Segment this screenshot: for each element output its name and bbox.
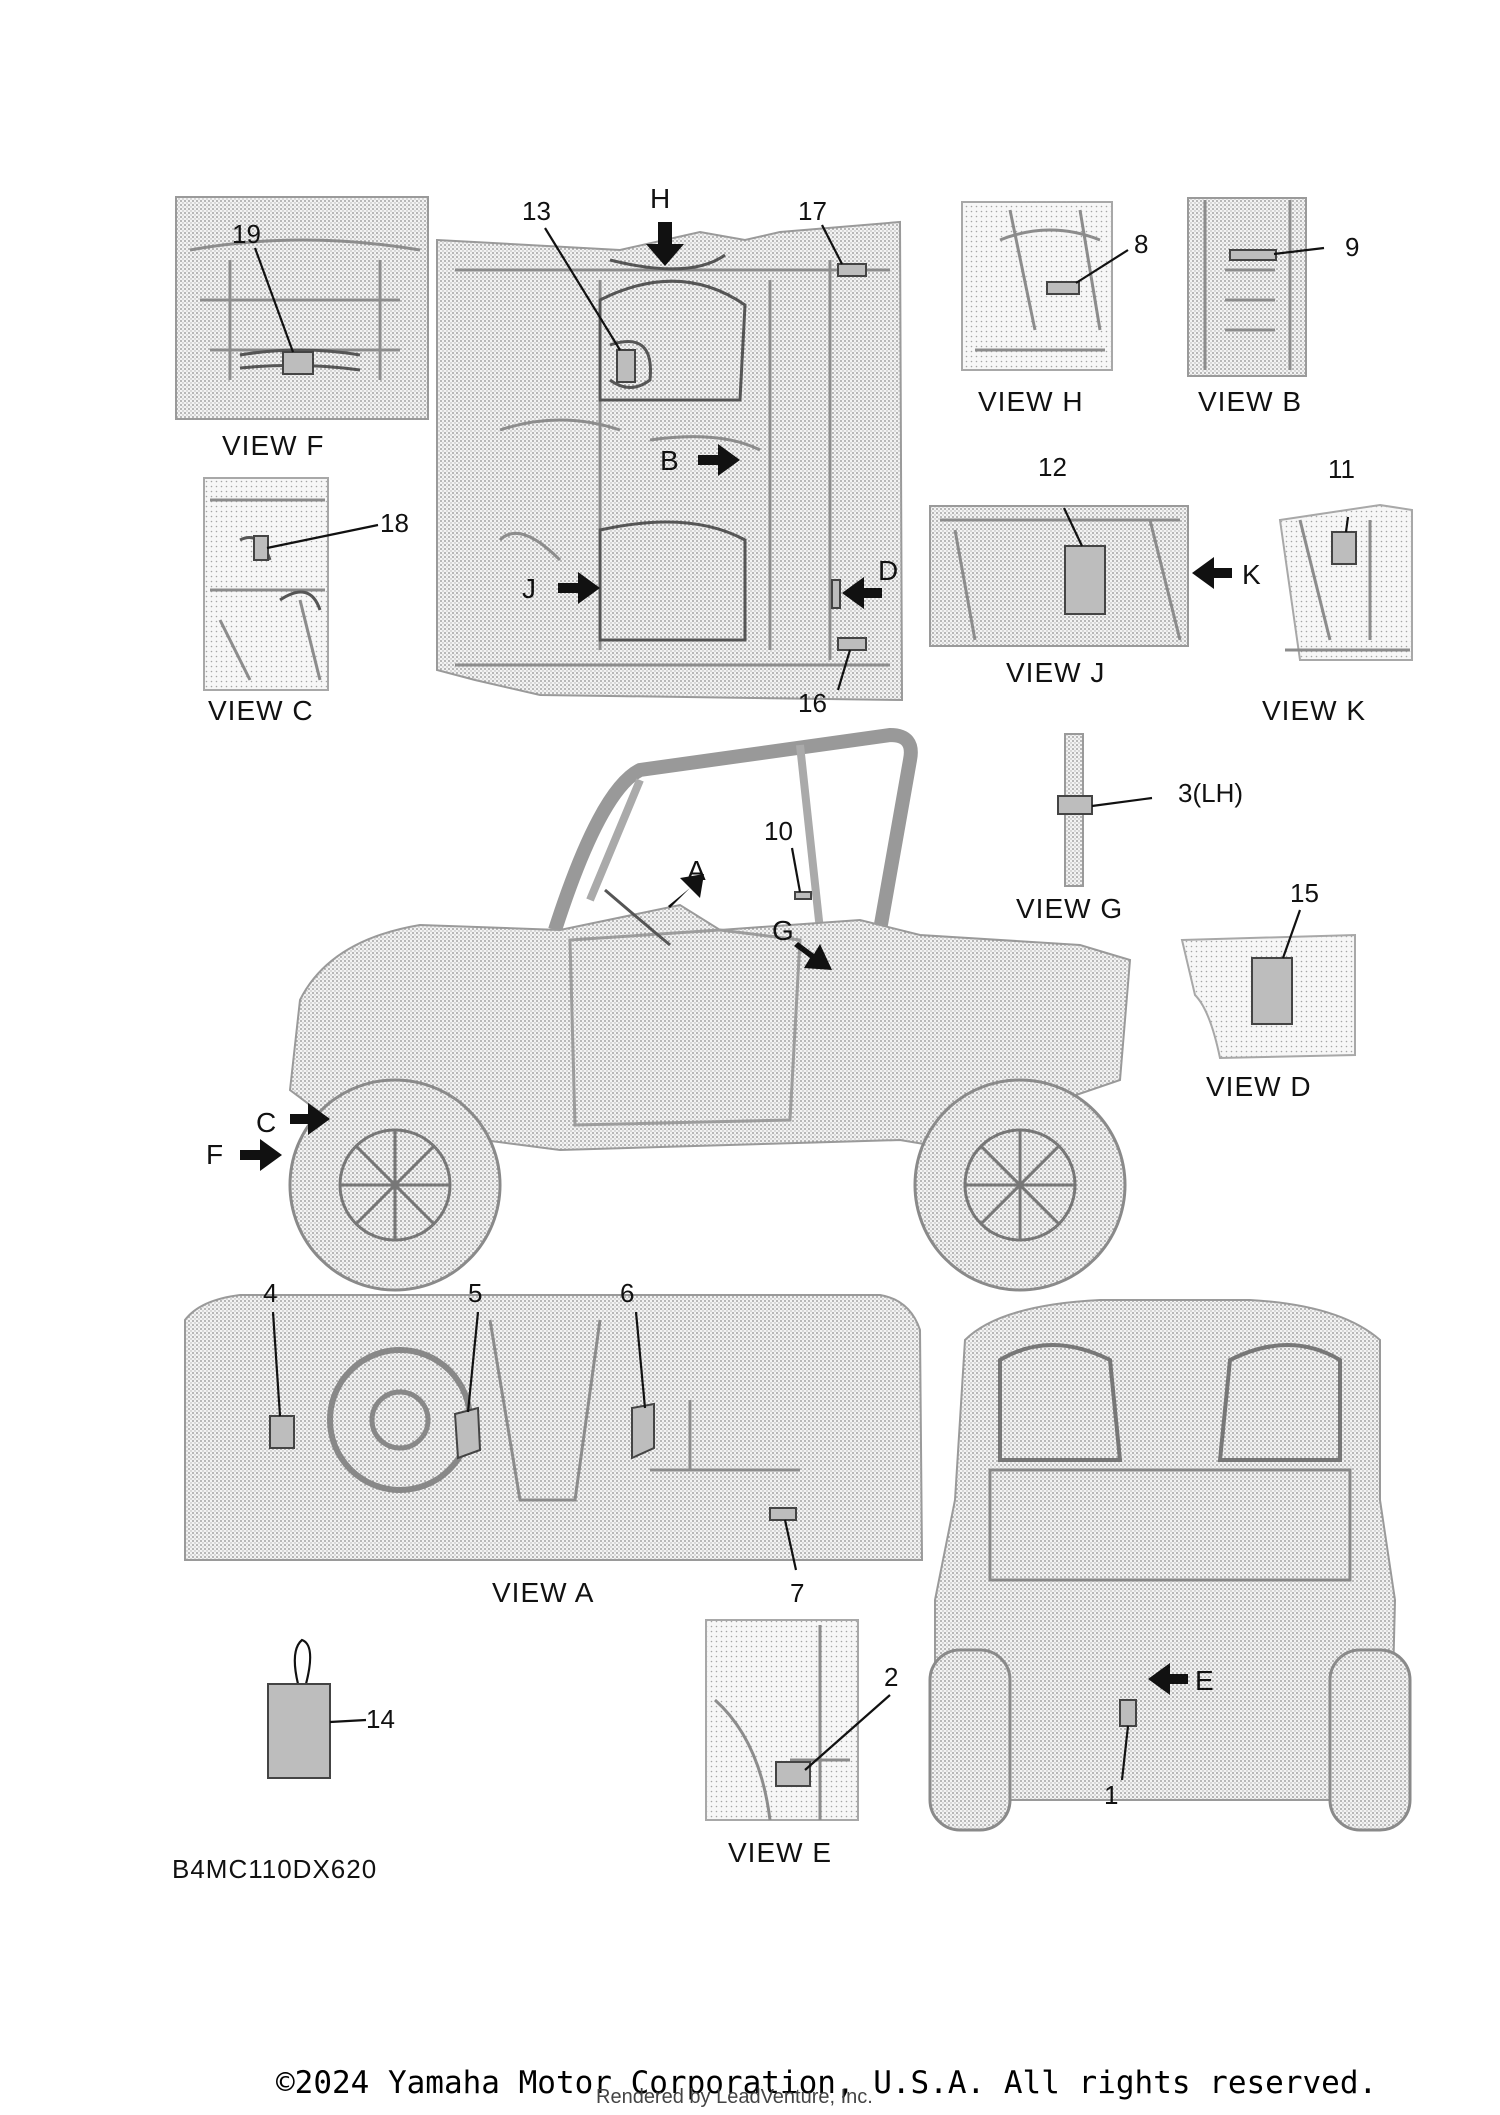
decal-13: [616, 349, 636, 383]
decal-14: [267, 1683, 331, 1779]
decal-1: [1119, 1699, 1137, 1727]
view-g-arrow: [794, 942, 832, 970]
view-b-caption: VIEW B: [1198, 386, 1302, 417]
decal-6: [631, 1402, 655, 1460]
decal-8: [1046, 281, 1080, 295]
decal-11: [1331, 531, 1357, 565]
callout-6: 6: [620, 1278, 634, 1308]
view-d-arrow: [842, 577, 882, 609]
arrow-k-label: K: [1242, 559, 1261, 590]
decal-5: [453, 1406, 482, 1460]
vehicle-rear-view: E 1: [928, 1299, 1412, 1832]
arrow-d-label: D: [878, 555, 898, 586]
frame-top-view: H 13 17 B J D 16: [436, 183, 904, 718]
decal-17: [837, 263, 867, 277]
view-d-caption: VIEW D: [1206, 1071, 1312, 1102]
callout-15: 15: [1290, 878, 1319, 908]
copyright-notice: ©2024 Yamaha Motor Corporation, U.S.A. A…: [276, 2065, 1377, 2101]
view-j-caption: VIEW J: [1006, 657, 1105, 688]
render-credit: Rendered by LeadVenture, Inc.: [596, 2086, 873, 2108]
callout-18: 18: [380, 508, 409, 538]
view-g-caption: VIEW G: [1016, 893, 1123, 924]
callout-7: 7: [790, 1578, 804, 1608]
decal-3: [1057, 795, 1093, 815]
view-j-arrow: [558, 572, 600, 604]
arrow-e-label: E: [1195, 1665, 1214, 1696]
callout-16: 16: [798, 688, 827, 718]
callout-9: 9: [1345, 232, 1359, 262]
view-a-arrow: [668, 874, 704, 908]
callout-14: 14: [366, 1704, 395, 1734]
view-g-panel: 3(LH) VIEW G: [1016, 733, 1243, 924]
view-a-caption: VIEW A: [492, 1577, 594, 1608]
callout-13: 13: [522, 196, 551, 226]
arrow-g-label: G: [772, 915, 794, 946]
decal-12: [1064, 545, 1106, 615]
decal-9: [1229, 249, 1277, 261]
view-h-arrow: [646, 222, 684, 266]
decal-4: [269, 1415, 295, 1449]
view-h-panel: 8 VIEW H: [961, 201, 1148, 417]
view-b-arrow: [698, 444, 740, 476]
view-b-panel: 9 VIEW B: [1187, 197, 1359, 417]
view-k-arrow: [1192, 557, 1232, 589]
view-c-caption: VIEW C: [208, 695, 314, 726]
view-f-panel: 19 VIEW F: [175, 196, 429, 461]
view-d-panel: 15 VIEW D: [1180, 878, 1356, 1102]
view-f-caption: VIEW F: [222, 430, 324, 461]
vehicle-side-view: 10 A G C F: [206, 727, 1132, 1292]
callout-17: 17: [798, 196, 827, 226]
decal-16: [837, 637, 867, 651]
view-j-panel: 12 K VIEW J: [929, 452, 1261, 688]
hang-tag-14: 14: [267, 1638, 395, 1779]
arrow-h-label: H: [650, 183, 670, 214]
callout-19: 19: [232, 219, 261, 249]
callout-3: 3(LH): [1178, 778, 1243, 808]
view-c-arrow: [290, 1103, 330, 1135]
view-k-caption: VIEW K: [1262, 695, 1366, 726]
decal-15: [1251, 957, 1293, 1025]
arrow-b-label: B: [660, 445, 679, 476]
diagram-code: B4MC110DX620: [172, 1854, 377, 1884]
callout-10: 10: [764, 816, 793, 846]
arrow-j-label: J: [522, 573, 536, 604]
callout-1: 1: [1104, 1780, 1118, 1810]
view-f-arrow: [240, 1139, 282, 1171]
decal-7: [769, 1507, 797, 1521]
arrow-c-label: C: [256, 1107, 276, 1138]
callout-12: 12: [1038, 452, 1067, 482]
view-k-panel: 11 VIEW K: [1262, 454, 1413, 726]
decal-2: [775, 1761, 811, 1787]
view-h-caption: VIEW H: [978, 386, 1084, 417]
view-e-panel: 2 VIEW E: [705, 1619, 898, 1868]
decal-d-marker: [831, 579, 841, 609]
callout-5: 5: [468, 1278, 482, 1308]
arrow-f-label: F: [206, 1139, 223, 1170]
decal-10: [794, 891, 812, 900]
view-e-caption: VIEW E: [728, 1837, 832, 1868]
view-a-panel: 4 5 6 7 VIEW A: [184, 1278, 924, 1608]
decal-18: [253, 535, 269, 561]
decal-19: [282, 351, 314, 375]
callout-2: 2: [884, 1662, 898, 1692]
callout-4: 4: [263, 1278, 277, 1308]
callout-11: 11: [1328, 454, 1355, 484]
view-c-panel: 18 VIEW C: [203, 477, 409, 726]
view-e-arrow: [1148, 1663, 1188, 1695]
callout-8: 8: [1134, 229, 1148, 259]
